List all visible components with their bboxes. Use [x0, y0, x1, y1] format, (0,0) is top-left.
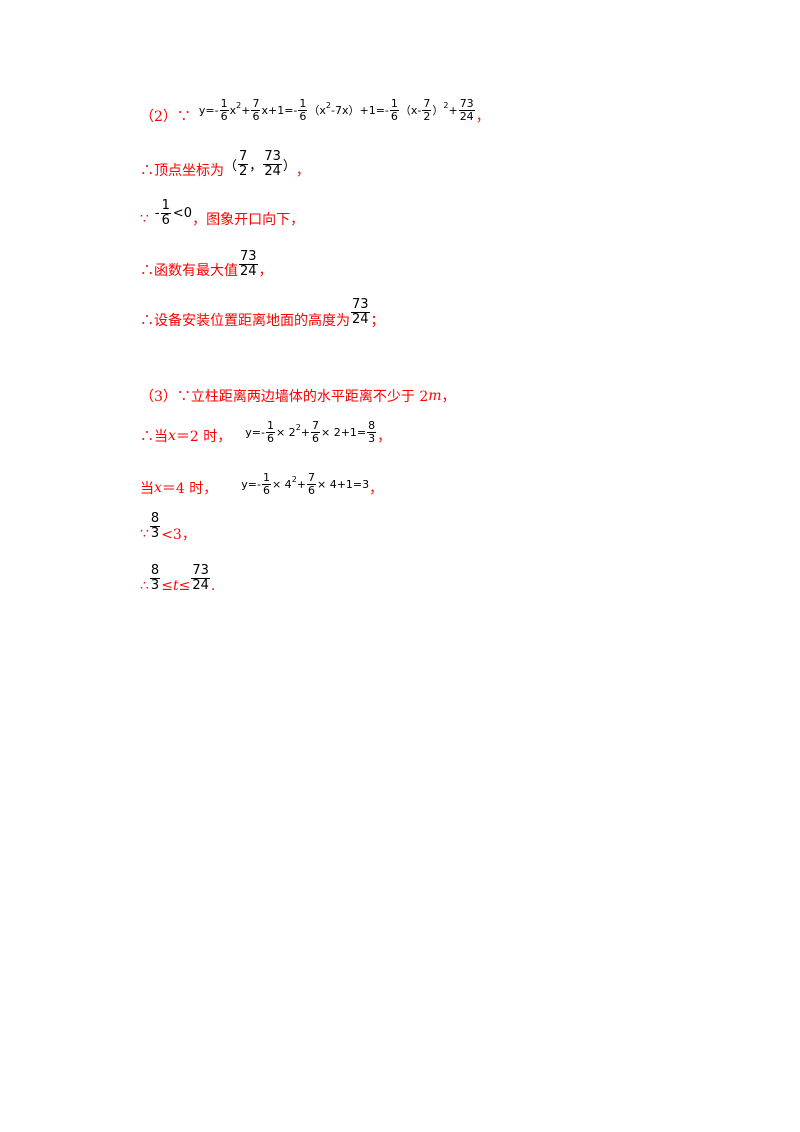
part2-label: （2）∵ — [140, 109, 191, 126]
